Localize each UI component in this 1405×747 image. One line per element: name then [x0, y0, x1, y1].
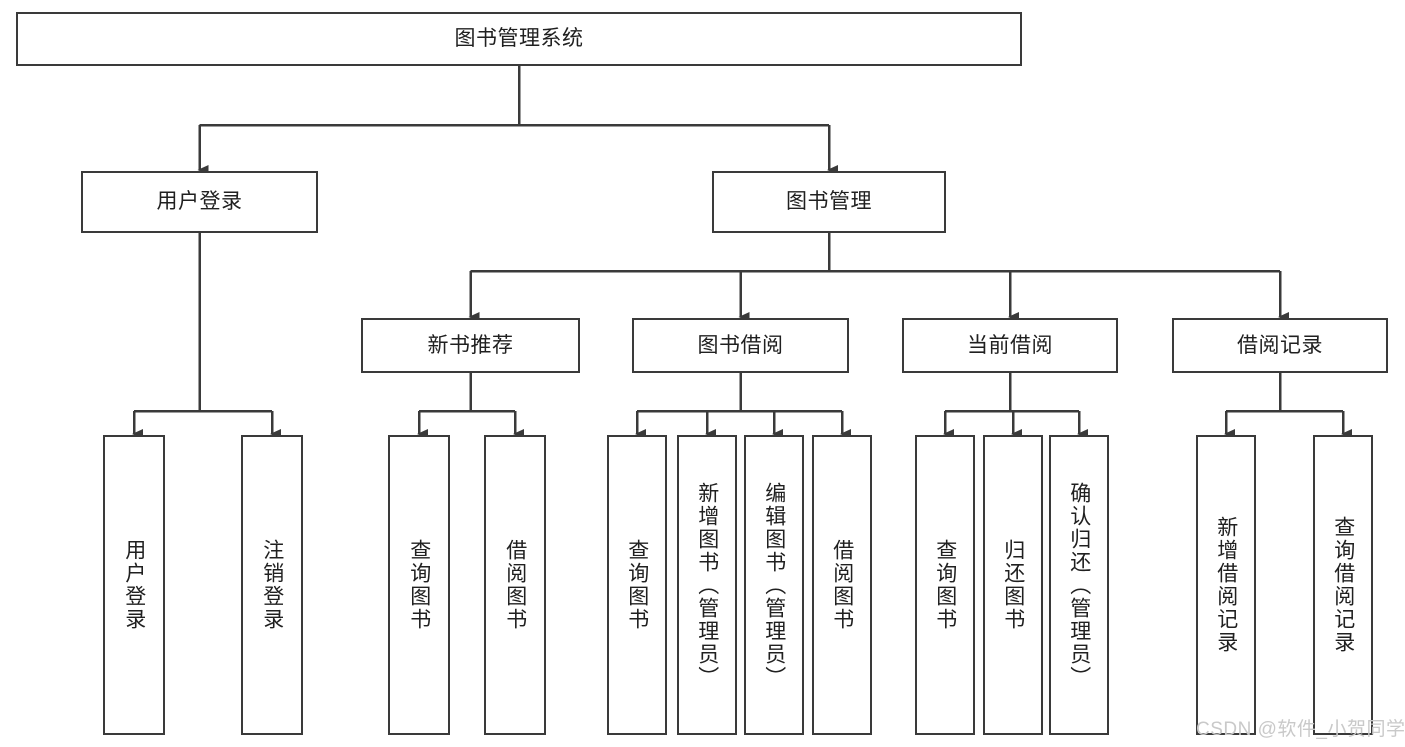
node-leaf-logout: 注销登录: [241, 435, 303, 735]
node-leaf-return-book: 归还图书: [983, 435, 1043, 735]
node-label: 图书借阅: [697, 333, 784, 357]
node-leaf-add-record: 新增借阅记录: [1196, 435, 1256, 735]
node-label: 借阅图书: [503, 539, 527, 631]
node-leaf-query-book-1: 查询图书: [388, 435, 450, 735]
node-leaf-borrow-book-2: 借阅图书: [812, 435, 872, 735]
node-label: 归还图书: [1001, 539, 1025, 631]
node-leaf-query-book-2: 查询图书: [607, 435, 667, 735]
node-label: 编辑图书（管理员）: [762, 481, 786, 689]
node-label: 查询图书: [625, 539, 649, 631]
node-label: 当前借阅: [967, 333, 1053, 357]
node-label: 新书推荐: [427, 333, 514, 357]
node-leaf-user-login: 用户登录: [103, 435, 165, 735]
node-label: 查询图书: [933, 539, 957, 631]
node-leaf-confirm-return: 确认归还（管理员）: [1049, 435, 1109, 735]
node-borrow: 图书借阅: [632, 318, 849, 373]
node-leaf-query-book-3: 查询图书: [915, 435, 975, 735]
node-root: 图书管理系统: [16, 12, 1022, 66]
node-label: 新增借阅记录: [1214, 516, 1238, 654]
node-leaf-add-book: 新增图书（管理员）: [677, 435, 737, 735]
node-label: 借阅记录: [1237, 333, 1323, 357]
node-label: 确认归还（管理员）: [1067, 481, 1091, 689]
node-bookmgmt: 图书管理: [712, 171, 946, 233]
node-leaf-edit-book: 编辑图书（管理员）: [744, 435, 804, 735]
node-label: 新增图书（管理员）: [695, 481, 719, 689]
node-label: 注销登录: [260, 539, 284, 631]
node-label: 查询借阅记录: [1331, 516, 1355, 654]
node-current: 当前借阅: [902, 318, 1118, 373]
node-records: 借阅记录: [1172, 318, 1388, 373]
node-label: 用户登录: [122, 539, 146, 631]
node-newbook: 新书推荐: [361, 318, 580, 373]
node-label: 查询图书: [407, 539, 431, 631]
node-label: 借阅图书: [830, 539, 854, 631]
node-login: 用户登录: [81, 171, 318, 233]
watermark-text: CSDN @软件_小贺同学: [1196, 719, 1405, 740]
node-label: 图书管理: [786, 190, 872, 214]
connector-lines: [132, 66, 1352, 439]
node-label: 用户登录: [156, 190, 243, 214]
node-leaf-query-record: 查询借阅记录: [1313, 435, 1373, 735]
node-leaf-borrow-book-1: 借阅图书: [484, 435, 546, 735]
node-label: 图书管理系统: [454, 27, 584, 51]
